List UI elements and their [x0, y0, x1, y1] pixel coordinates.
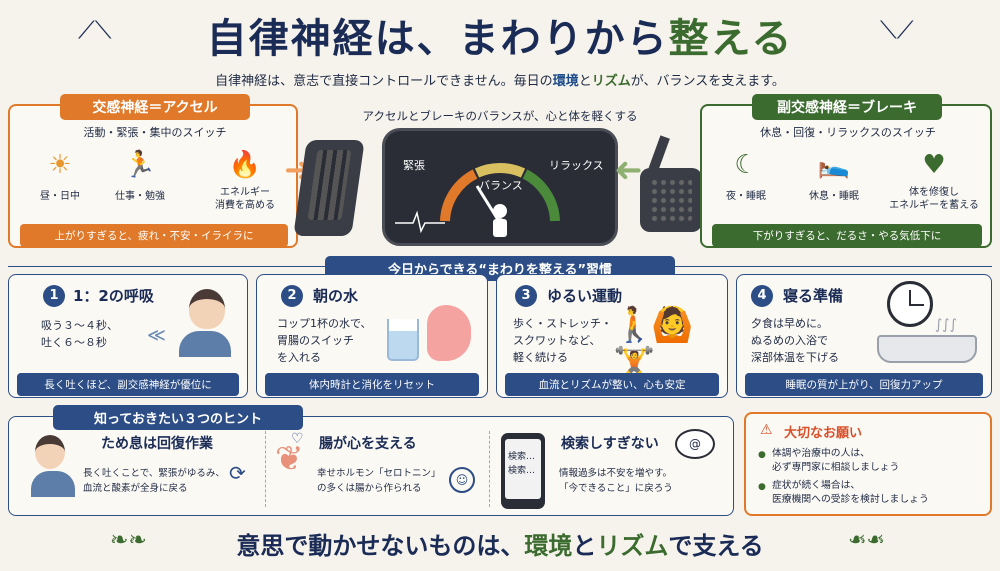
habit-card-water: 2 朝の水 コップ1杯の水で、 胃腸のスイッチ を入れる 体内時計と消化をリセッ… [256, 274, 488, 398]
sympathetic-tag: 交感神経＝アクセル [60, 94, 250, 120]
sparkle-left-icon: ⟋⟍ [78, 16, 112, 44]
habit-result-bar: 長く吐くほど、副交感神経が優位に [17, 373, 239, 396]
leaf-left-icon: ❧❧ [110, 528, 147, 553]
parasympathetic-item-label: 休息・睡眠 [809, 191, 859, 202]
parasympathetic-panel: 副交感神経＝ブレーキ 休息・回復・リラックスのスイッチ ☾ 夜・睡眠 🛌 休息・… [700, 94, 992, 248]
parasympathetic-item-label: 体を修復し エネルギーを蓄える [889, 187, 979, 211]
breath-flow-icon: ≪ [147, 325, 166, 346]
habit-body: 夕食は早めに。 ぬるめの入浴で 深部体温を下げる [751, 317, 839, 365]
smartphone-icon: 検索… 検索… [501, 433, 545, 509]
hints-panel: 知っておきたい３つのヒント ため息は回復作業 長く吐くことで、緊張がゆるみ、 血… [8, 405, 734, 516]
hint-body: 幸せホルモン「セロトニン」 の多くは腸から作られる [317, 468, 441, 494]
cycle-arrow-icon: ⟳ [229, 461, 246, 485]
gauge-label-balance: バランス [479, 179, 523, 192]
brake-pedal-icon [640, 168, 702, 232]
divider [265, 431, 266, 507]
footer-message: 意思で動かせないものは、環境とリズムで支える [236, 531, 764, 560]
hint-body: 長く吐くことで、緊張がゆるみ、 血流と酸素が全身に戻る [83, 468, 225, 494]
gauge-label-relax: リラックス [549, 159, 604, 172]
stomach-icon [427, 305, 471, 361]
sparkle-right-icon: ⟍⟋ [880, 16, 914, 44]
sympathetic-panel: 交感神経＝アクセル 活動・緊張・集中のスイッチ ☀ 昼・日中 🏃 仕事・勉強 🔥… [8, 94, 298, 248]
habit-body: 吸う３〜４秒、 吐く６〜８秒 [41, 319, 118, 350]
gauge-svg [395, 162, 560, 237]
habit-result-bar: 血流とリズムが整い、心も安定 [505, 373, 719, 396]
habit-card-exercise: 3 ゆるい運動 歩く・ストレッチ・ スクワットなど、 軽く続ける 🚶🙆🏋 血流と… [496, 274, 728, 398]
habit-result-bar: 体内時計と消化をリセット [265, 373, 479, 396]
hints-heading: 知っておきたい３つのヒント [53, 405, 303, 430]
moon-icon: ☾ [734, 150, 758, 180]
bullet-icon: ● [758, 482, 766, 492]
warning-icon: ⚠ [760, 422, 773, 438]
habit-body: コップ1杯の水で、 胃腸のスイッチ を入れる [277, 317, 372, 365]
resting-icon: 🛌 [817, 150, 851, 180]
habit-title: ゆるい運動 [547, 287, 623, 305]
sympathetic-item-label: エネルギー 消費を高める [215, 187, 275, 211]
notice-title: 大切なお願い [784, 426, 863, 441]
hint-title: 腸が心を支える [319, 436, 417, 452]
leaf-right-icon: ❧❧ [848, 528, 885, 553]
sympathetic-item-label: 昼・日中 [40, 191, 80, 202]
hint-body: 情報過多は不安を増やす。 「今できること」に戻ろう [559, 468, 673, 494]
dashboard-gauge: 緊張 バランス リラックス [382, 128, 618, 246]
fire-icon: 🔥 [228, 150, 262, 180]
sympathetic-warning: 上がりすぎると、疲れ・不安・イライラに [20, 224, 288, 247]
running-icon: 🏃 [123, 150, 157, 180]
habit-number: 3 [515, 285, 537, 307]
phone-screen-text: 検索… 検索… [505, 439, 541, 499]
parasympathetic-desc: 休息・回復・リラックスのスイッチ [760, 126, 936, 139]
habit-number: 1 [43, 285, 65, 307]
intestine-icon: ❦ [275, 439, 304, 479]
habit-title: 寝る準備 [783, 287, 844, 305]
divider [489, 431, 490, 507]
hint-title: ため息は回復作業 [101, 436, 213, 452]
heart-icon: ♡ [291, 431, 304, 447]
bullet-icon: ● [758, 450, 766, 460]
tangled-thought-icon: @ [675, 429, 715, 459]
page-subtitle: 自律神経は、意志で直接コントロールできません。毎日の環境とリズムが、バランスを支… [215, 74, 785, 89]
habit-title: 朝の水 [313, 287, 359, 305]
sun-icon: ☀ [48, 150, 72, 180]
gauge-label-tension: 緊張 [403, 159, 425, 172]
bathtub-icon [877, 335, 977, 363]
sympathetic-item-label: 仕事・勉強 [115, 191, 165, 202]
arrow-left-icon: ➜ [614, 150, 643, 190]
habit-card-sleep: 4 寝る準備 夕食は早めに。 ぬるめの入浴で 深部体温を下げる ∫∫∫ 睡眠の質… [736, 274, 992, 398]
water-glass-icon [387, 319, 419, 361]
parasympathetic-item-label: 夜・睡眠 [726, 191, 766, 202]
habit-body: 歩く・ストレッチ・ スクワットなど、 軽く続ける [513, 317, 612, 365]
parasympathetic-tag: 副交感神経＝ブレーキ [752, 94, 942, 120]
habit-number: 4 [751, 285, 773, 307]
sympathetic-desc: 活動・緊張・集中のスイッチ [83, 126, 227, 139]
notice-box: ⚠ 大切なお願い ● 体調や治療中の人は、 必ず専門家に相談しましょう ● 症状… [744, 412, 992, 516]
heart-hands-icon: ♥ [922, 150, 946, 180]
habit-number: 2 [281, 285, 303, 307]
sighing-person-icon [31, 435, 81, 505]
balance-caption: アクセルとブレーキのバランスが、心と体を軽くする [362, 109, 638, 123]
habit-card-breathing: 1 1：2の呼吸 吸う３〜４秒、 吐く６〜８秒 ≪ 長く吐くほど、副交感神経が優… [8, 274, 248, 398]
habit-title: 1：2の呼吸 [73, 287, 154, 305]
page-title: 自律神経は、まわりから整える [206, 15, 794, 62]
steam-icon: ∫∫∫ [935, 317, 957, 333]
habit-result-bar: 睡眠の質が上がり、回復力アップ [745, 373, 983, 396]
notice-item: 体調や治療中の人は、 必ず専門家に相談しましょう [772, 448, 900, 474]
smile-icon: ☺ [449, 467, 475, 493]
profile-face-icon [179, 289, 235, 359]
notice-item: 症状が続く場合は、 医療機関への受診を検討しましょう [772, 480, 929, 506]
accelerator-pedal-icon [293, 140, 365, 236]
clock-icon [887, 281, 933, 327]
parasympathetic-warning: 下がりすぎると、だるさ・やる気低下に [712, 224, 982, 247]
hint-title: 検索しすぎない [561, 436, 659, 452]
